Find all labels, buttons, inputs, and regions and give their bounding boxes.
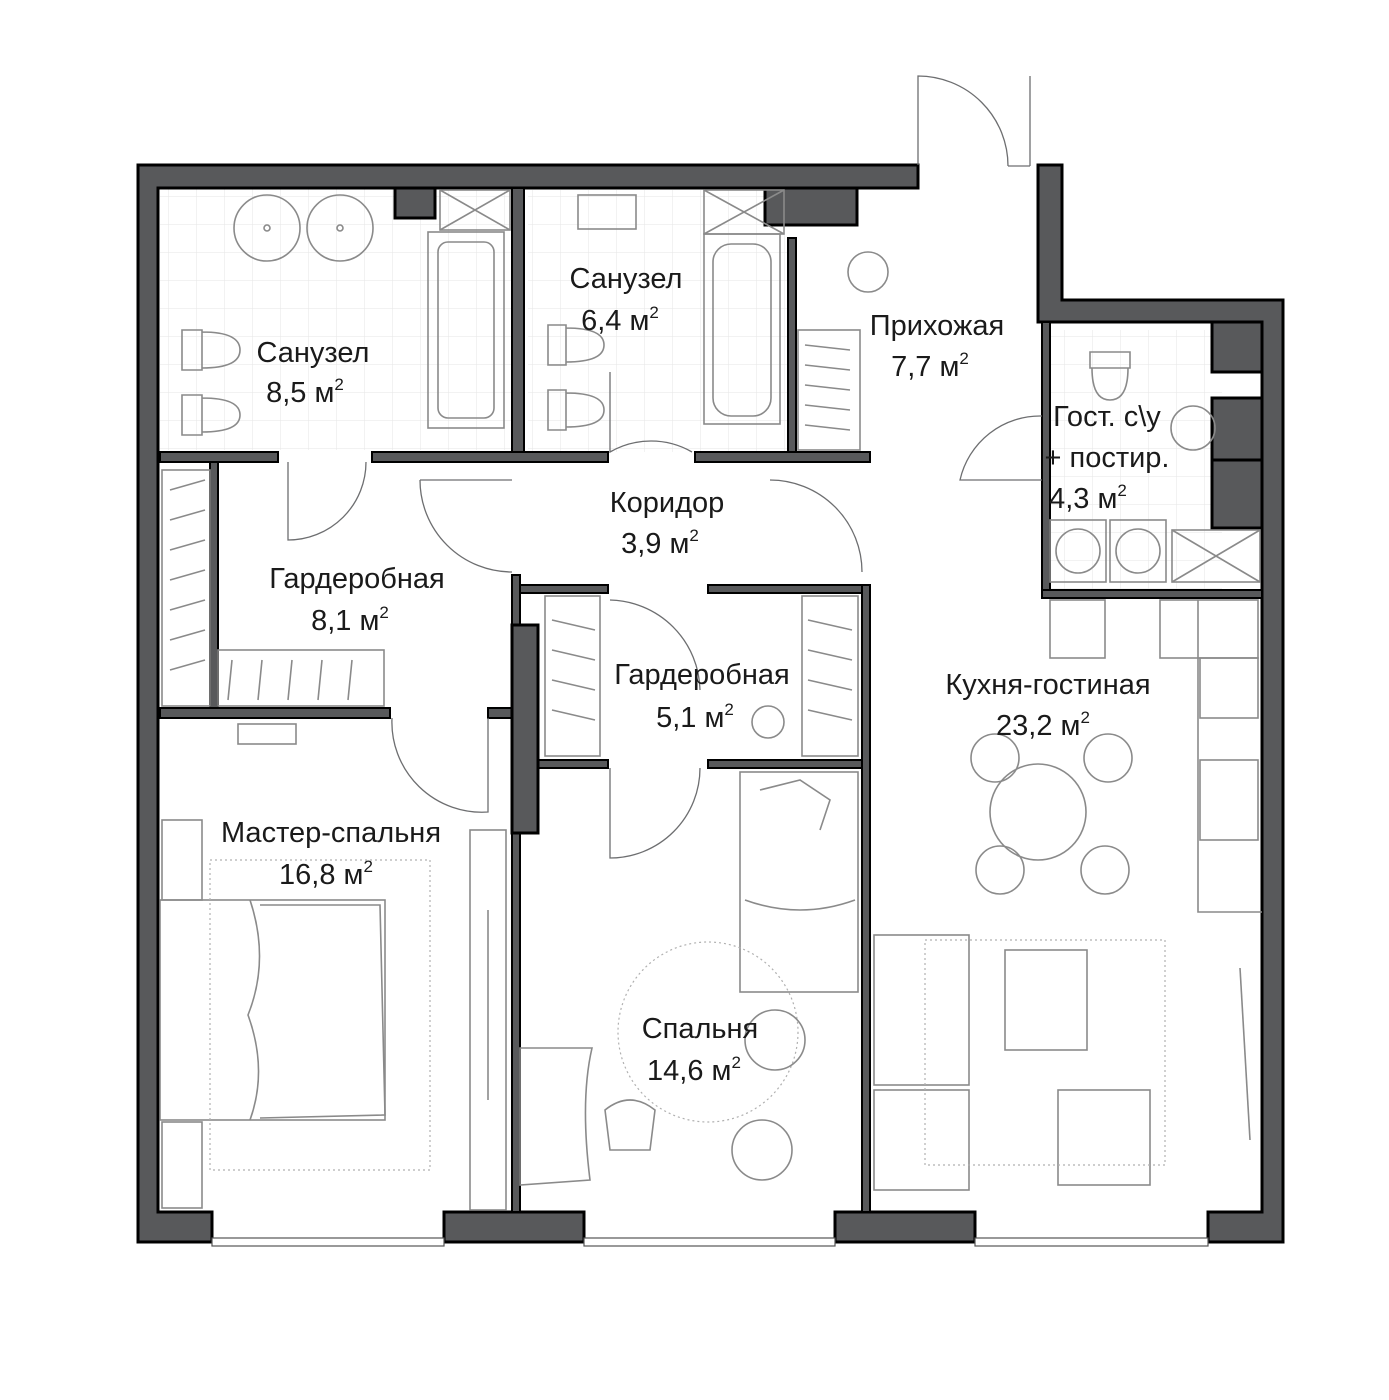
room-area-hall: 7,7 м2: [891, 349, 969, 383]
room-name-kitchen: Кухня-гостиная: [945, 669, 1150, 701]
windows: [211, 1237, 1209, 1247]
room-area-kitchen: 23,2 м2: [996, 708, 1090, 742]
room-name-bath-1: Санузел: [257, 337, 370, 369]
room-name-bedroom: Спальня: [642, 1013, 759, 1045]
room-name2-guest-wc: + постир.: [1045, 442, 1170, 474]
room-name-wardrobe-2: Гардеробная: [614, 659, 789, 691]
room-area-guest-wc: 4,3 м2: [1049, 481, 1127, 515]
room-name-wardrobe-1: Гардеробная: [269, 563, 444, 595]
room-area-bath-2: 6,4 м2: [581, 303, 659, 337]
room-name-bath-2: Санузел: [570, 263, 683, 295]
room-area-master: 16,8 м2: [279, 857, 373, 891]
room-area-wardrobe-1: 8,1 м2: [311, 603, 389, 637]
room-labels: Санузел 8,5 м2 Санузел 6,4 м2 Прихожая 7…: [221, 263, 1170, 1087]
room-area-corridor: 3,9 м2: [621, 526, 699, 560]
room-name-master: Мастер-спальня: [221, 817, 441, 849]
fixtures: [159, 189, 1262, 1211]
room-area-bath-1: 8,5 м2: [266, 375, 344, 409]
inner-walls: [159, 187, 1263, 1213]
outer-walls: [136, 163, 1285, 1244]
room-name-hall: Прихожая: [870, 310, 1004, 342]
doors: [287, 75, 1043, 859]
room-name-guest-wc: Гост. с\у: [1053, 401, 1161, 433]
room-area-bedroom: 14,6 м2: [647, 1053, 741, 1087]
room-area-wardrobe-2: 5,1 м2: [656, 700, 734, 734]
room-name-corridor: Коридор: [610, 487, 725, 519]
